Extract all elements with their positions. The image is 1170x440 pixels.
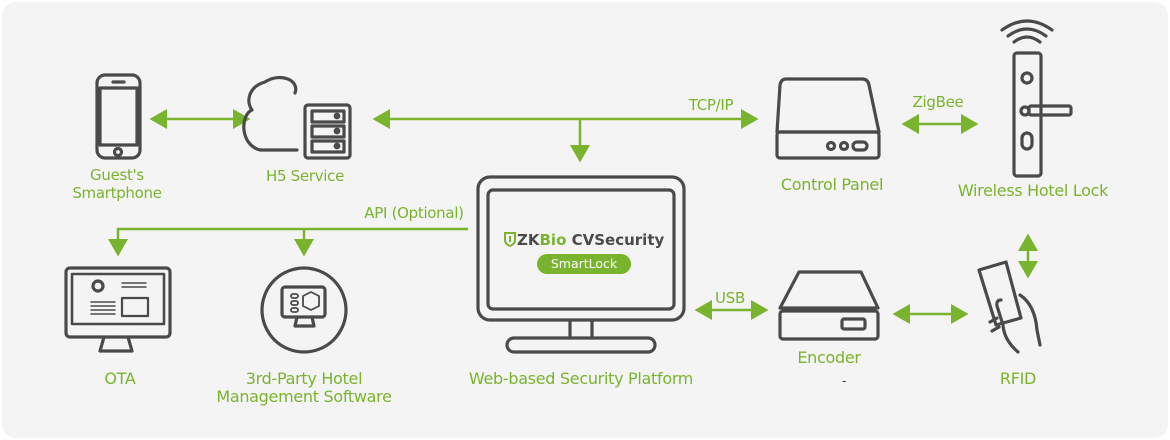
hms-label-line2: Management Software (216, 387, 392, 406)
encoder-label: Encoder (797, 348, 861, 367)
monitor-icon (476, 175, 686, 354)
rfid-card-icon (977, 260, 1042, 354)
hotel-software-icon (260, 266, 348, 354)
smartlock-badge: SmartLock (537, 254, 631, 274)
ota-label: OTA (104, 369, 136, 388)
brand-bio: Bio (539, 231, 567, 249)
platform-label: Web-based Security Platform (468, 369, 694, 388)
control-panel-icon (775, 77, 881, 160)
zigbee-label: ZigBee (912, 93, 964, 111)
door-lock-icon (1000, 19, 1073, 178)
cloud-server-icon (242, 76, 352, 160)
h5-service-label: H5 Service (265, 167, 345, 185)
usb-label: USB (715, 289, 745, 307)
brand-product: CVSecurity (566, 231, 665, 249)
encoder-icon (778, 270, 880, 341)
tcp-ip-label: TCP/IP (688, 96, 734, 114)
smartphone-label: Guest's Smartphone (62, 166, 172, 202)
brand-zk: ZK (517, 231, 540, 249)
hotel-lock-label: Wireless Hotel Lock (957, 181, 1109, 200)
shield-icon (504, 232, 516, 248)
arrow-api-ota (108, 227, 468, 257)
rfid-label: RFID (999, 369, 1037, 388)
platform-brand: ZKBio CVSecurity (503, 231, 664, 249)
hms-label: 3rd-Party Hotel Management Software (206, 370, 402, 406)
control-panel-label: Control Panel (780, 175, 884, 194)
smartphone-label-line2: Smartphone (72, 184, 162, 202)
smartphone-icon (95, 73, 142, 160)
ota-monitor-icon (64, 266, 172, 353)
api-optional-label: API (Optional) (364, 204, 464, 222)
encoder-sub-label: - (841, 374, 847, 388)
hms-label-line1: 3rd-Party Hotel (245, 369, 363, 388)
smartphone-label-line1: Guest's (90, 166, 144, 184)
